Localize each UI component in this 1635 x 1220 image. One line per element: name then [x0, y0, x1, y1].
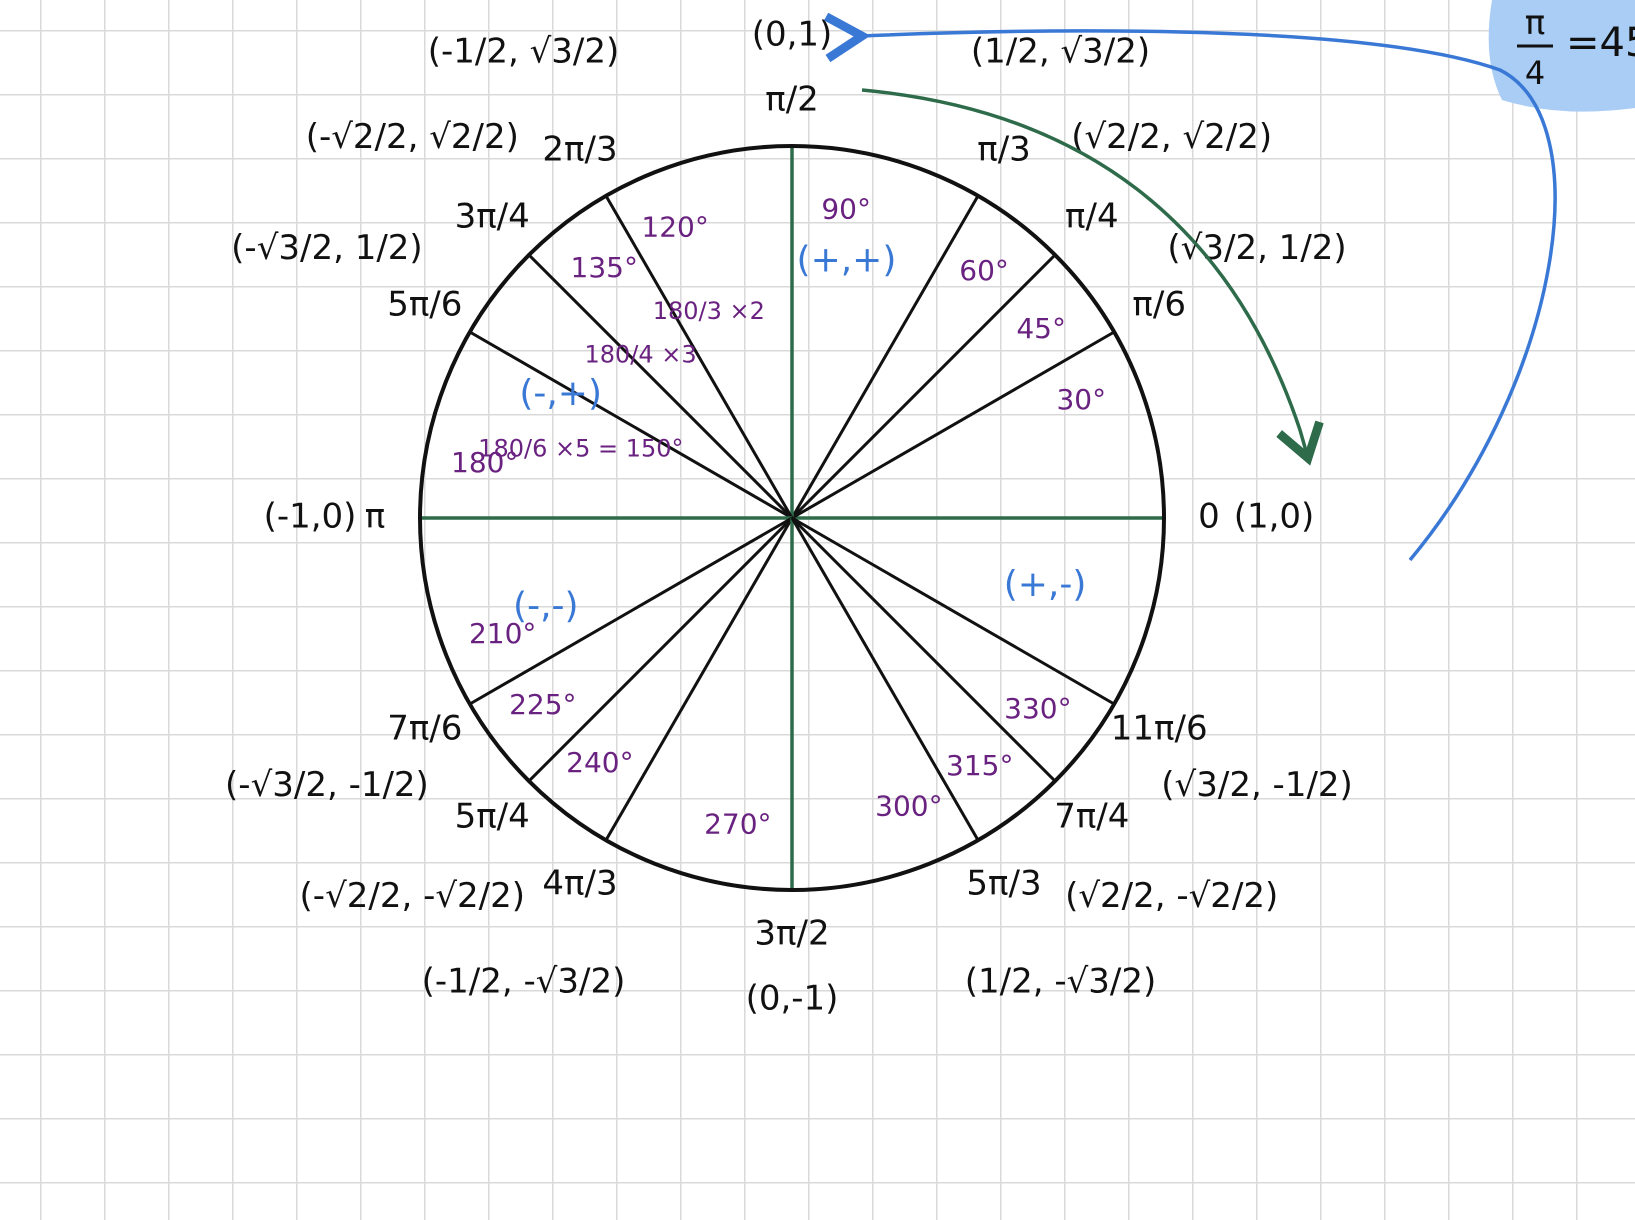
coord-label-330: (√3/2, -1/2) — [1161, 765, 1353, 805]
radian-label-135: 3π/4 — [455, 197, 530, 237]
sign-label-0: (+,+) — [797, 240, 897, 281]
coord-label-300: (1/2, -√3/2) — [965, 962, 1157, 1002]
radian-label-300: 5π/3 — [966, 864, 1041, 904]
coord-label-180: (-1,0) — [264, 497, 357, 537]
coord-label-135: (-√2/2, √2/2) — [306, 117, 519, 157]
radian-label-330: 11π/6 — [1111, 709, 1208, 749]
degree-label-270: 270° — [704, 807, 771, 840]
coord-label-120: (-1/2, √3/2) — [428, 31, 620, 71]
degree-label-315: 315° — [946, 749, 1013, 782]
radian-label-0: 0 — [1198, 497, 1220, 537]
degree-label-240: 240° — [566, 746, 633, 779]
coord-label-270: (0,-1) — [746, 979, 839, 1019]
coord-label-315: (√2/2, -√2/2) — [1065, 876, 1278, 916]
ray-300 — [790, 517, 980, 841]
ray-210 — [469, 516, 793, 706]
sign-label-1: (-,+) — [519, 373, 602, 414]
radian-label-315: 7π/4 — [1054, 796, 1129, 836]
ray-330 — [791, 516, 1115, 706]
radian-label-30: π/6 — [1132, 285, 1186, 325]
radian-label-150: 5π/6 — [387, 285, 462, 325]
note-equals: =45 — [1566, 20, 1635, 66]
unit-circle — [418, 144, 1166, 892]
calc-label-2: 180/6 ×5 = 150° — [478, 434, 683, 462]
degree-label-90: 90° — [821, 193, 871, 226]
degree-label-210: 210° — [469, 617, 536, 650]
degree-label-120: 120° — [641, 211, 708, 244]
ray-150 — [469, 330, 793, 520]
coord-label-60: (1/2, √3/2) — [971, 31, 1150, 71]
highlight-note: π 4 =45 — [1488, 0, 1635, 112]
coord-label-240: (-1/2, -√3/2) — [422, 962, 626, 1002]
coord-label-45: (√2/2, √2/2) — [1071, 117, 1272, 157]
radian-label-210: 7π/6 — [387, 709, 462, 749]
ray-135 — [527, 253, 794, 520]
radian-label-240: 4π/3 — [542, 864, 617, 904]
degree-label-330: 330° — [1004, 692, 1071, 725]
degree-label-225: 225° — [509, 688, 576, 721]
coord-label-225: (-√2/2, -√2/2) — [300, 876, 525, 916]
note-pi: π — [1525, 3, 1545, 43]
ray-45 — [790, 253, 1057, 520]
green-arrow — [861, 88, 1308, 458]
coord-label-90: (0,1) — [752, 15, 833, 55]
calc-label-0: 180/3 ×2 — [653, 297, 765, 325]
ray-60 — [790, 195, 980, 519]
radian-label-225: 5π/4 — [455, 796, 530, 836]
ray-225 — [527, 516, 794, 783]
degree-label-60: 60° — [959, 254, 1009, 287]
degree-label-135: 135° — [571, 251, 638, 284]
labels-layer: 0 (1,0) π/6 30° (√3/2, 1/2) π/4 45° (√2/2, √2/2… — [225, 15, 1353, 1019]
coord-label-0: (1,0) — [1234, 497, 1315, 537]
ray-120 — [604, 195, 794, 519]
ray-240 — [604, 517, 794, 841]
radian-label-90: π/2 — [765, 80, 819, 120]
calc-label-1: 180/4 ×3 — [585, 341, 697, 369]
rays-layer — [420, 146, 1164, 890]
coord-label-30: (√3/2, 1/2) — [1167, 228, 1346, 268]
radian-label-270: 3π/2 — [754, 914, 829, 954]
degree-label-30: 30° — [1056, 383, 1106, 416]
radian-label-45: π/4 — [1065, 197, 1119, 237]
coord-label-150: (-√3/2, 1/2) — [231, 228, 423, 268]
degree-label-45: 45° — [1016, 312, 1066, 345]
blue-arrow — [862, 31, 1557, 562]
coord-label-210: (-√3/2, -1/2) — [225, 765, 429, 805]
radian-label-60: π/3 — [977, 129, 1031, 169]
sign-label-2: (-,-) — [513, 586, 579, 627]
degree-label-180: 180° — [451, 446, 518, 479]
note-four: 4 — [1525, 54, 1545, 92]
radian-label-180: π — [365, 497, 385, 537]
ray-315 — [790, 516, 1057, 783]
sign-label-3: (+,-) — [1004, 564, 1087, 605]
degree-label-300: 300° — [875, 789, 942, 822]
radian-label-120: 2π/3 — [542, 129, 617, 169]
ray-30 — [791, 330, 1115, 520]
